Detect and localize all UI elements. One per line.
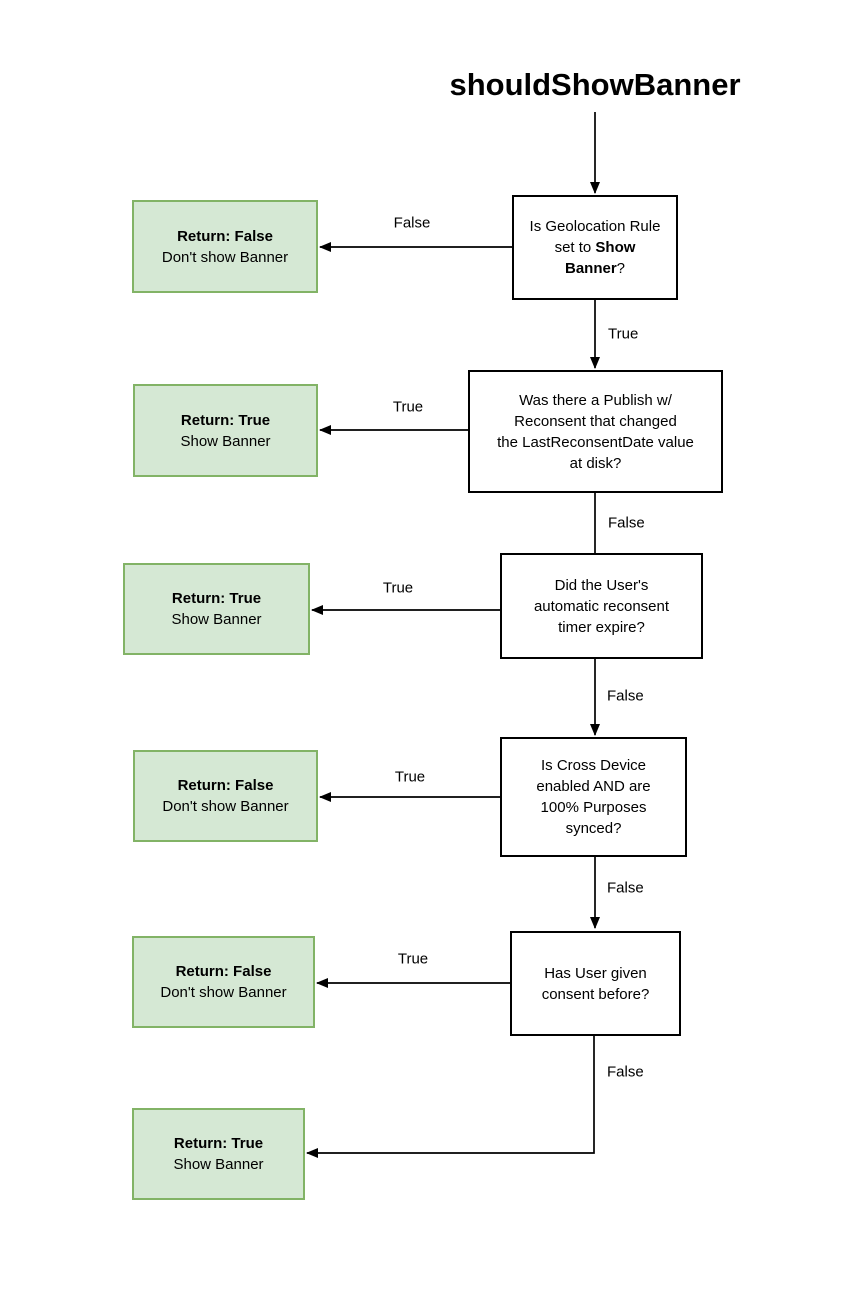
result-return-false-3: Return: False Don't show Banner	[132, 936, 315, 1028]
decision-consent-before-text: Has User given consent before?	[541, 964, 650, 1003]
result-title: Return: True	[171, 590, 262, 607]
result-title: Return: False	[177, 777, 274, 794]
result-subtitle: Don't show Banner	[161, 248, 289, 266]
decision-geolocation-rule-text: Is Geolocation Rule set to Show Banner?	[529, 218, 661, 277]
edge-label-publish-false: False	[608, 514, 645, 532]
result-subtitle: Don't show Banner	[160, 984, 287, 1001]
decision-cross-device: Is Cross Device enabled AND are 100% Pur…	[500, 737, 687, 857]
result-title: Return: False	[177, 227, 273, 245]
edge-label-crossdevice-false: False	[607, 879, 644, 897]
edge-label-crossdevice-true: True	[394, 768, 426, 786]
decision-geolocation-rule: Is Geolocation Rule set to Show Banner?	[512, 195, 678, 300]
result-return-true-2: Return: True Show Banner	[123, 563, 310, 655]
result-subtitle: Show Banner	[171, 611, 262, 628]
result-return-false-2: Return: False Don't show Banner	[133, 750, 318, 842]
edge-label-consent-false: False	[607, 1063, 644, 1081]
result-return-true-1: Return: True Show Banner	[133, 384, 318, 477]
diagram-title: shouldShowBanner	[449, 67, 741, 102]
result-title: Return: False	[175, 963, 272, 980]
result-return-false-1: Return: False Don't show Banner	[132, 200, 318, 293]
result-subtitle: Show Banner	[180, 432, 271, 450]
result-return-true-3: Return: True Show Banner	[132, 1108, 305, 1200]
decision-publish-reconsent-text: Was there a Publish w/ Reconsent that ch…	[497, 391, 694, 472]
edge-label-timer-true: True	[382, 579, 414, 597]
edge-label-geolocation-true: True	[608, 325, 639, 343]
decision-publish-reconsent: Was there a Publish w/ Reconsent that ch…	[468, 370, 723, 493]
decision-consent-before: Has User given consent before?	[510, 931, 681, 1036]
decision-reconsent-timer-text: Did the User's automatic reconsent timer…	[533, 576, 670, 636]
edge-label-publish-true: True	[392, 398, 424, 416]
decision-reconsent-timer: Did the User's automatic reconsent timer…	[500, 553, 703, 659]
result-title: Return: True	[173, 1135, 264, 1152]
edge-label-timer-false: False	[607, 687, 644, 705]
result-title: Return: True	[180, 411, 271, 429]
result-subtitle: Show Banner	[173, 1156, 264, 1173]
decision-cross-device-text: Is Cross Device enabled AND are 100% Pur…	[536, 757, 651, 837]
edge-consent-false	[306, 1036, 595, 1158]
edge-label-consent-true: True	[397, 950, 429, 968]
edge-label-geolocation-false: False	[393, 214, 431, 232]
result-subtitle: Don't show Banner	[162, 798, 289, 815]
